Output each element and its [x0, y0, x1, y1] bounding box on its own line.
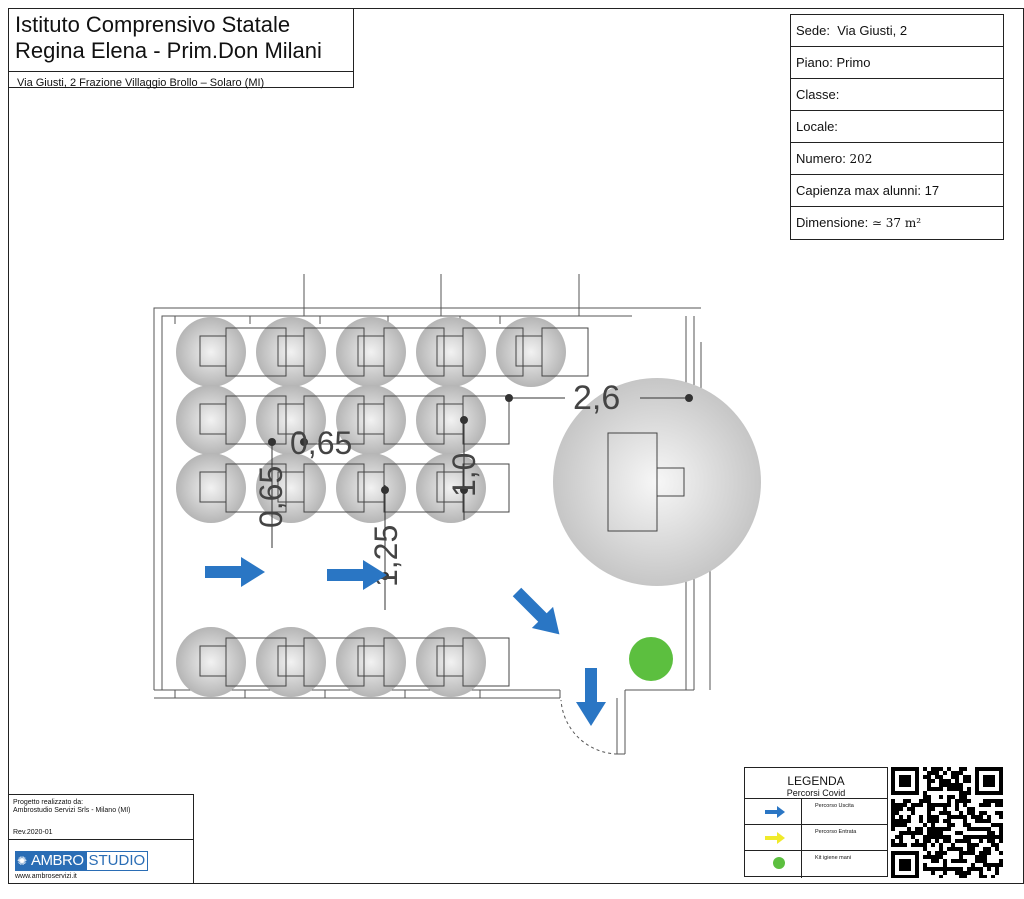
school-address: Via Giusti, 2 Frazione Villaggio Brollo …	[17, 77, 265, 89]
exit-arrow-icon	[205, 557, 265, 587]
room-info-table: Sede: Via Giusti, 2 Piano: Primo Classe:…	[790, 14, 1004, 240]
seat-circles	[176, 317, 566, 697]
website-link[interactable]: www.ambroservizi.it	[15, 873, 77, 880]
capienza-value: 17	[924, 183, 940, 198]
exit-arrow-icon	[576, 668, 606, 726]
dimension-label: 0,65	[253, 466, 289, 528]
dimension-label: 1,0	[446, 453, 482, 497]
exit-arrow-icon	[512, 587, 560, 635]
exit-arrow-icon	[765, 806, 785, 818]
piano-value: Primo	[836, 55, 871, 70]
numero-value: 202	[849, 152, 873, 166]
teacher-chair	[656, 467, 685, 497]
credits-block: Progetto realizzato da: Ambrostudio Serv…	[8, 794, 194, 884]
info-row-numero: Numero: 202	[791, 143, 1003, 175]
info-row-locale: Locale:	[791, 111, 1003, 143]
info-row-dimensione: Dimensione: ≃ 37 m²	[796, 215, 922, 230]
info-row-capienza: Capienza max alunni: 17	[791, 175, 1003, 207]
dimension-label: 0,65	[290, 425, 352, 461]
info-row-sede: Sede: Via Giusti, 2	[791, 15, 1003, 47]
info-row-piano: Piano: Primo	[791, 47, 1003, 79]
exit-arrow-icon	[327, 560, 387, 590]
school-name-line2: Regina Elena - Prim.Don Milani	[15, 38, 322, 63]
sun-icon: ✺	[15, 851, 29, 871]
title-divider	[9, 71, 353, 72]
sede-value: Via Giusti, 2	[837, 23, 908, 38]
school-name-line1: Istituto Comprensivo Statale	[15, 12, 291, 37]
entry-arrow-icon	[765, 832, 785, 844]
legend-item: Percorso Entrata	[745, 824, 887, 851]
qr-code-icon	[891, 767, 1003, 878]
dimension-label: 2,6	[573, 379, 620, 417]
legend-subtitle: Percorsi Covid	[786, 788, 846, 798]
exit-route-arrows	[205, 557, 606, 726]
revision: Rev.2020-01	[13, 829, 53, 836]
ambrostudio-logo: ✺ AMBRO STUDIO	[15, 851, 149, 871]
hygiene-kit-icon	[773, 857, 785, 869]
info-row-classe: Classe:	[791, 79, 1003, 111]
legend-item: Kit igiene mani	[745, 850, 887, 877]
dimensione-value: ≃ 37 m²	[871, 216, 922, 230]
title-block: Istituto Comprensivo Statale Regina Elen…	[8, 8, 354, 89]
legend-title: LEGENDA	[787, 774, 845, 788]
dimension-lines	[268, 394, 693, 610]
legend-item: Percorso Uscita	[745, 798, 887, 825]
hygiene-kit-icon	[629, 637, 673, 681]
legend: LEGENDA Percorsi Covid Percorso Uscita P…	[744, 767, 888, 878]
